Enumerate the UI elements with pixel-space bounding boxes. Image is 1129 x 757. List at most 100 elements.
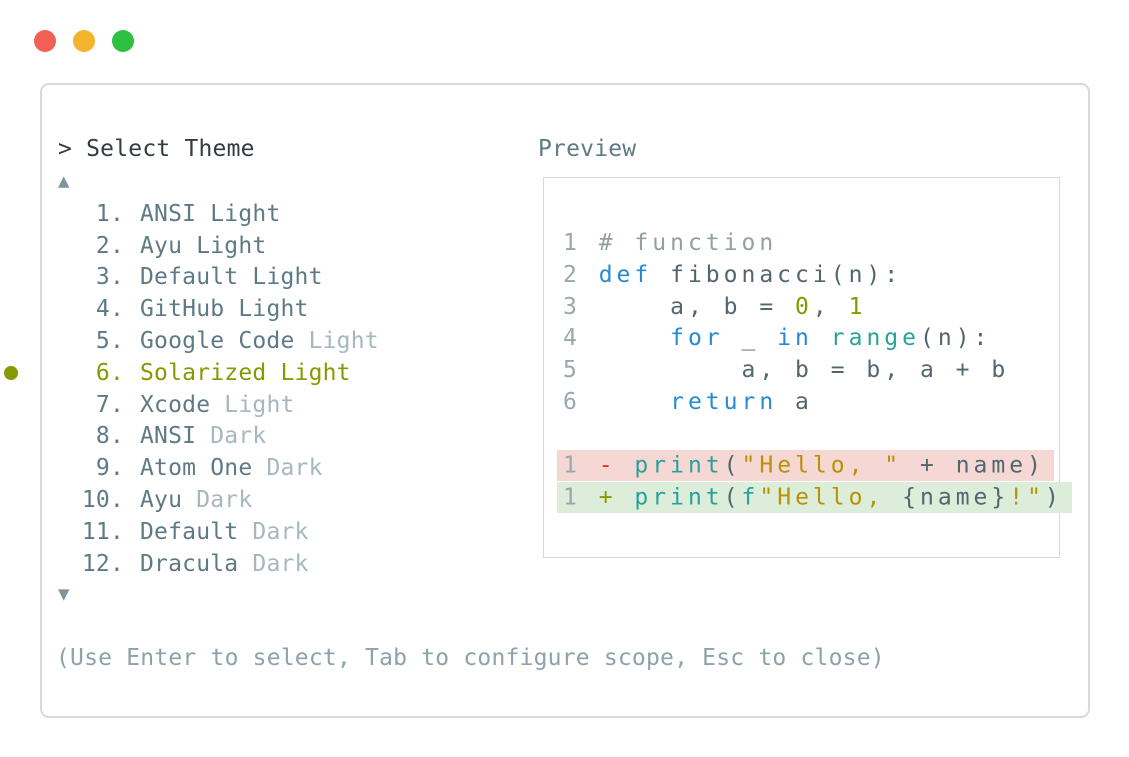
prompt-caret-icon: > [58, 136, 73, 162]
theme-option-number: 3. [95, 264, 124, 291]
code-token-num: 1 [848, 293, 867, 320]
theme-option-number: 10. [81, 487, 124, 514]
code-line: 3 a, b = 0, 1 [563, 292, 1072, 324]
code-token-str: "Hello, [759, 484, 903, 511]
theme-option-name: Solarized Light [140, 359, 351, 386]
code-line: 1 # function [563, 228, 1072, 260]
theme-option-number: 8. [95, 423, 124, 450]
theme-option-ayu-light[interactable]: 2. Ayu Light [0, 230, 379, 262]
theme-option-variant: Light [210, 200, 281, 227]
code-token-plain [599, 389, 670, 415]
theme-option-github-light[interactable]: 4. GitHub Light [0, 293, 379, 325]
window-controls [34, 30, 134, 52]
theme-option-default-dark[interactable]: 11. Default Dark [0, 516, 379, 548]
theme-option-name: Atom One Dark [140, 455, 323, 482]
theme-option-number: 5. [95, 328, 124, 355]
code-token-plain [813, 325, 831, 351]
theme-option-name: GitHub Light [140, 296, 309, 323]
theme-option-atom-one-dark[interactable]: 9. Atom One Dark [0, 452, 379, 484]
code-token-str: !" [1009, 484, 1045, 511]
code-token-ln: 2 [563, 261, 599, 288]
theme-option-number: 12. [81, 550, 124, 577]
diff-removed-highlight: 1 - print("Hello, " + name) [557, 450, 1054, 482]
code-token-plain: ) [1044, 484, 1063, 511]
code-token-fn: print [634, 452, 724, 479]
theme-option-ayu-dark[interactable]: 10.Ayu Dark [0, 484, 379, 516]
theme-option-name: ANSI Dark [140, 423, 267, 450]
prompt-title: Select Theme [86, 136, 255, 162]
scroll-down-icon[interactable]: ▼ [58, 583, 70, 605]
theme-option-name: Google Code Light [140, 328, 379, 355]
code-line: 4 for _ in range(n): [563, 323, 1072, 355]
selected-indicator-icon [4, 365, 18, 380]
theme-option-ansi-dark[interactable]: 8. ANSI Dark [0, 421, 379, 453]
theme-option-number: 7. [95, 391, 124, 418]
theme-option-variant: Light [280, 359, 351, 386]
code-token-fn: f [741, 484, 760, 511]
code-token-plain [617, 453, 635, 479]
theme-option-variant: Light [308, 328, 379, 355]
theme-option-name: ANSI Light [140, 200, 281, 227]
code-token-ln: 6 [563, 388, 599, 415]
scroll-up-icon[interactable]: ▲ [58, 170, 70, 192]
theme-option-solarized-light[interactable]: 6. Solarized Light [0, 357, 379, 389]
code-token-ln: 1 [563, 230, 599, 256]
theme-option-number: 11. [81, 518, 124, 545]
close-button[interactable] [34, 30, 56, 52]
diff-removed-line: 1 - print("Hello, " + name) [557, 450, 1072, 483]
theme-option-variant: Dark [266, 455, 323, 482]
code-token-comment: # function [598, 230, 778, 256]
code-token-str: "Hello, " [741, 452, 903, 479]
code-token-ln: 4 [563, 325, 599, 352]
theme-option-name: Dracula Dark [140, 550, 309, 577]
code-token-plain [617, 484, 635, 510]
code-token-kw: def [598, 261, 653, 288]
theme-option-number: 6. [95, 359, 124, 386]
code-token-plain: + name) [902, 452, 1045, 479]
code-token-kw: in [777, 325, 813, 352]
theme-option-name: Default Light [140, 264, 323, 291]
code-token-fn: range [830, 325, 920, 352]
diff-added-highlight: 1 + print(f"Hello, {name}!") [557, 481, 1072, 513]
code-token-ln: 3 [563, 293, 599, 320]
minimize-button[interactable] [73, 30, 95, 52]
code-token-plain: , [812, 293, 849, 320]
theme-option-default-light[interactable]: 3. Default Light [0, 262, 379, 294]
code-token-plain: a, b = [598, 293, 796, 320]
theme-option-number: 9. [95, 455, 124, 482]
code-token-plus: + [598, 484, 617, 511]
theme-option-name: Ayu Light [140, 232, 267, 259]
code-token-plain: _ [723, 325, 778, 352]
theme-option-variant: Light [252, 264, 323, 291]
code-token-ln: 1 [563, 484, 599, 511]
theme-option-ansi-light[interactable]: 1. ANSI Light [0, 198, 379, 230]
theme-option-variant: Dark [252, 518, 309, 545]
code-token-plain: {name} [902, 484, 1010, 511]
code-line: 5 a, b = b, a + b [563, 355, 1072, 387]
code-token-plain: ( [723, 484, 742, 511]
theme-option-number: 1. [95, 200, 124, 227]
theme-option-google-code-light[interactable]: 5. Google Code Light [0, 325, 379, 357]
theme-option-name: Xcode Light [140, 391, 295, 418]
zoom-button[interactable] [112, 30, 134, 52]
theme-option-number: 4. [95, 296, 124, 323]
theme-option-variant: Light [238, 296, 309, 323]
theme-option-variant: Dark [210, 423, 267, 450]
code-token-num: 0 [795, 293, 813, 320]
code-token-ln: 1 [563, 452, 599, 479]
help-text: (Use Enter to select, Tab to configure s… [56, 645, 885, 671]
code-token-plain: a [777, 388, 813, 415]
code-line: 2 def fibonacci(n): [563, 260, 1072, 292]
code-token-plain [599, 325, 670, 351]
theme-option-variant: Dark [252, 550, 309, 577]
theme-option-dracula-dark[interactable]: 12. Dracula Dark [0, 548, 379, 580]
code-token-plain: fibonacci(n): [652, 261, 903, 288]
code-token-kw: return [670, 388, 778, 415]
theme-option-name: Default Dark [140, 518, 309, 545]
theme-list: 1. ANSI Light 2. Ayu Light 3. Default Light 4.… [4, 198, 379, 580]
code-token-ln: 5 [563, 357, 599, 384]
theme-option-number: 2. [95, 232, 124, 259]
theme-option-xcode-light[interactable]: 7. Xcode Light [0, 389, 379, 421]
theme-option-variant: Dark [196, 487, 253, 514]
